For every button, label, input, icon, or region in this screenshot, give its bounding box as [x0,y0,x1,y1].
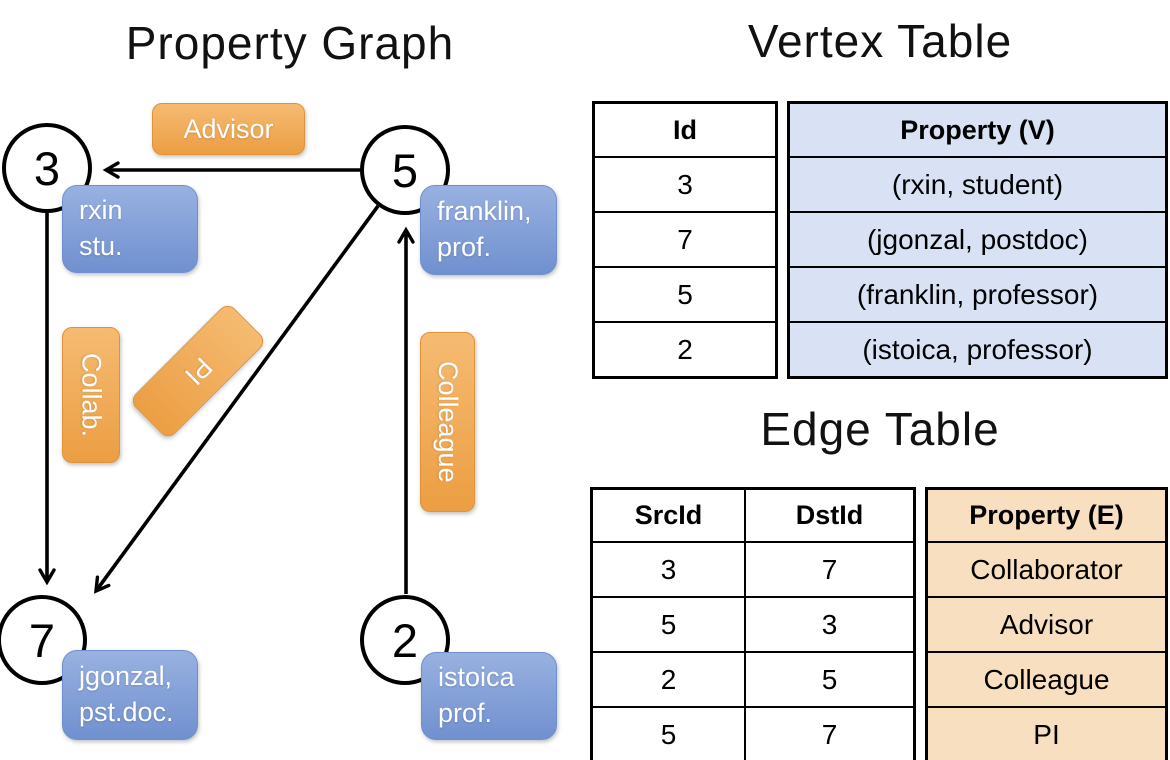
vertex-node-5-id: 5 [391,143,419,197]
table-row: 2 [592,321,778,379]
vertex-property-cell: (istoica, professor) [787,321,1168,379]
edge-table-src-dst-columns: SrcId DstId 3 7 5 3 2 5 5 7 [590,487,916,760]
vertex-node-2-id: 2 [391,613,419,667]
edge-label-colleague-text: Colleague [433,361,463,483]
vertex-id-cell: 7 [592,211,778,268]
vertex-label-istoica-line1: istoica [438,662,515,693]
vertex-label-rxin-line1: rxin [79,195,123,226]
table-row: 5 7 [590,706,916,760]
edge-src-cell: 5 [590,706,746,760]
edge-pi-5-to-7 [94,204,380,594]
table-row: Advisor [925,596,1168,653]
table-row: 3 7 [590,541,916,598]
edge-src-cell: 3 [590,541,746,598]
edge-label-advisor-text: Advisor [183,113,274,144]
vertex-label-istoica-line2: prof. [438,698,493,728]
vertex-id-cell: 5 [592,266,778,323]
vertex-table-id-column: Id 3 7 5 2 [592,101,778,379]
vertex-label-istoica: istoica prof. [421,652,557,740]
edge-property-cell: Colleague [925,651,1168,708]
table-row: (rxin, student) [787,156,1168,213]
table-row: 7 [592,211,778,268]
vertex-table-property-column: Property (V) (rxin, student) (jgonzal, p… [787,101,1168,379]
edge-src-cell: 5 [590,596,746,653]
vertex-label-franklin-line2: prof. [437,232,492,262]
edge-property-cell: Collaborator [925,541,1168,598]
table-row: 2 5 [590,651,916,708]
vertex-label-rxin: rxin stu. [62,185,198,273]
table-row: (istoica, professor) [787,321,1168,379]
vertex-label-franklin: franklin, prof. [420,185,557,275]
edge-src-cell: 2 [590,651,746,708]
table-row: (franklin, professor) [787,266,1168,323]
vertex-property-cell: (jgonzal, postdoc) [787,211,1168,268]
edge-label-advisor: Advisor [152,103,305,155]
edge-label-colleague: Colleague [420,332,475,512]
edge-label-collab: Collab. [62,327,120,463]
table-row: Colleague [925,651,1168,708]
vertex-label-jgonzal-line2: pst.doc. [79,697,174,727]
table-row: Collaborator [925,541,1168,598]
vertex-label-jgonzal: jgonzal, pst.doc. [62,650,198,740]
table-row: 5 [592,266,778,323]
edge-dst-cell: 5 [744,651,916,708]
vertex-id-cell: 3 [592,156,778,213]
vertex-label-jgonzal-line1: jgonzal, [79,661,173,692]
edge-table-header-srcid: SrcId [590,487,746,543]
vertex-node-7-id: 7 [28,613,56,667]
vertex-table-header-id: Id [592,101,778,158]
vertex-property-cell: (rxin, student) [787,156,1168,213]
vertex-id-cell: 2 [592,321,778,379]
table-row: (jgonzal, postdoc) [787,211,1168,268]
edge-label-collab-text: Collab. [76,352,107,438]
graph-edges [38,161,415,594]
table-row: 5 3 [590,596,916,653]
edge-table-title: Edge Table [760,403,1000,455]
vertex-node-2: 2 [360,595,450,685]
table-row: PI [925,706,1168,760]
property-graph-title: Property Graph [125,17,455,69]
edge-dst-cell: 3 [744,596,916,653]
vertex-node-5: 5 [360,125,450,215]
edge-property-cell: PI [925,706,1168,760]
vertex-label-franklin-line1: franklin, [437,196,532,227]
vertex-label-rxin-line2: stu. [79,231,123,261]
vertex-property-cell: (franklin, professor) [787,266,1168,323]
edge-table-header-property: Property (E) [925,487,1168,543]
edge-table-header-dstid: DstId [744,487,916,543]
edge-dst-cell: 7 [744,541,916,598]
edge-label-pi-text: PI [178,351,218,391]
edge-dst-cell: 7 [744,706,916,760]
vertex-node-3-id: 3 [33,141,61,195]
table-row: 3 [592,156,778,213]
vertex-table-title: Vertex Table [747,15,1013,67]
edge-table-property-column: Property (E) Collaborator Advisor Collea… [925,487,1168,760]
vertex-table-header-property: Property (V) [787,101,1168,158]
edge-property-cell: Advisor [925,596,1168,653]
